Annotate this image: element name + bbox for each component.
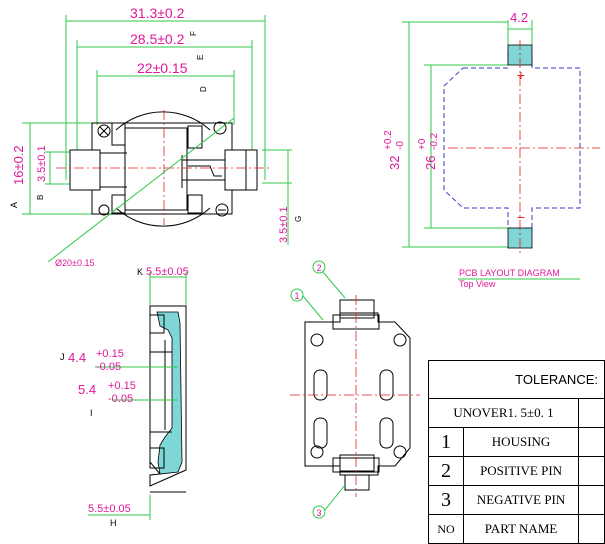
dim-bottom-width: 5.5±0.05 <box>88 503 131 515</box>
ref-h: H <box>110 518 117 528</box>
dim-pin-width-right: 3.5±0.1 <box>278 206 290 243</box>
ref-e: E <box>196 55 205 60</box>
table-row: 3 NEGATIVE PIN <box>427 485 605 515</box>
pcb-subtitle: Top View <box>459 279 496 289</box>
technical-drawing: 31.3±0.2 28.5±0.2 F E 22±0.15 D 16±0.2 A… <box>9 5 600 528</box>
callout-3-label: 3 <box>316 508 321 518</box>
assembly-view: 1 2 3 <box>290 260 420 519</box>
dim-i-tol-plus: +0.15 <box>108 380 136 392</box>
ref-b: B <box>36 195 45 200</box>
part-name: POSITIVE PIN <box>463 456 580 486</box>
dim-i: 5.4 <box>78 382 96 397</box>
callout-2-label: 2 <box>316 263 321 273</box>
footer-part-name: PART NAME <box>463 514 580 544</box>
ref-f: F <box>189 31 198 36</box>
part-no: 2 <box>427 456 465 486</box>
tolerance-header: TOLERANCE: <box>428 360 605 399</box>
ref-k: K <box>137 267 143 277</box>
dim-j-tol-minus: -0.05 <box>96 361 121 373</box>
callout-2 <box>312 260 326 274</box>
ref-i: I <box>90 408 93 418</box>
part-no: 3 <box>427 485 465 515</box>
table-row: 1 HOUSING <box>427 427 605 457</box>
dim-pcb-total-tol-plus: +0.2 <box>383 130 394 150</box>
parts-table: TOLERANCE: UNOVER1. 5±0. 1 1 HOUSING 2 P… <box>427 360 605 544</box>
dim-i-tol-minus: -0.05 <box>108 393 133 405</box>
dim-housing-length: 28.5±0.2 <box>130 31 185 47</box>
dim-pcb-inner: 26 <box>423 156 438 170</box>
dim-j-tol-plus: +0.15 <box>96 348 124 360</box>
ref-j: J <box>60 352 65 362</box>
dim-pad-width: 4.2 <box>510 10 528 25</box>
side-view: K 5.5±0.05 J 4.4 +0.15 -0.05 5.4 +0.15 -… <box>60 266 189 528</box>
dim-top-width: 5.5±0.05 <box>146 266 189 278</box>
part-no: 1 <box>427 427 465 457</box>
dim-height: 16±0.2 <box>11 145 26 185</box>
callout-3 <box>312 505 326 519</box>
pcb-title: PCB LAYOUT DIAGRAM <box>459 268 560 278</box>
pcb-layout-diagram: 4.2 32 +0.2 -0 26 +0 -0.2 + − PCB LAYOUT… <box>383 10 600 289</box>
dim-j: 4.4 <box>68 350 86 365</box>
footer-no: NO <box>427 514 465 544</box>
ref-d: D <box>199 86 208 92</box>
dim-pcb-inner-tol-minus: -0.2 <box>429 132 440 150</box>
minus-mark: − <box>517 209 525 225</box>
ref-g: G <box>294 216 303 222</box>
callout-1-label: 1 <box>294 291 299 301</box>
part-name: NEGATIVE PIN <box>463 485 580 515</box>
dim-pcb-inner-tol-plus: +0 <box>417 138 428 150</box>
dim-diameter: Ø20±0.15 <box>55 258 94 268</box>
ref-a: A <box>9 202 19 208</box>
callout-1 <box>290 288 304 302</box>
dim-pcb-total-tol-minus: -0 <box>395 141 406 150</box>
unover-cell: UNOVER1. 5±0. 1 <box>427 398 580 428</box>
table-row: 2 POSITIVE PIN <box>427 456 605 486</box>
part-name: HOUSING <box>463 427 580 457</box>
plus-mark: + <box>517 67 525 83</box>
dim-pcb-total: 32 <box>387 156 402 170</box>
dim-overall-length: 31.3±0.2 <box>130 5 185 21</box>
top-view: 31.3±0.2 28.5±0.2 F E 22±0.15 D 16±0.2 A… <box>9 5 303 268</box>
dim-center-span: 22±0.15 <box>137 60 188 76</box>
dim-pin-width: 3.5±0.1 <box>36 145 48 182</box>
table-footer: NO PART NAME <box>427 514 605 544</box>
